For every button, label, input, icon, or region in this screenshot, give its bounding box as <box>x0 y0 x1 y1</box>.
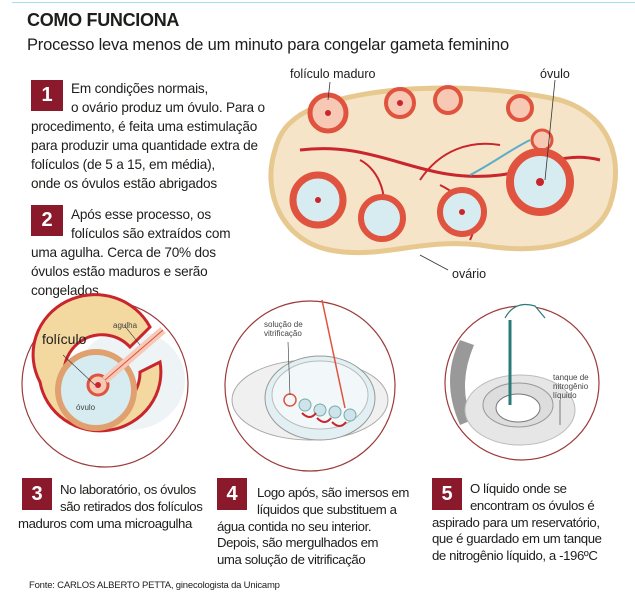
label-tank-3: líquido <box>553 391 577 400</box>
follicles <box>289 85 574 242</box>
text-line: maduros com uma microagulha <box>18 515 192 531</box>
step-1-text: Em condições normais, o ovário produz um… <box>31 79 265 193</box>
text-line: são retirados dos folículos <box>60 498 203 514</box>
page-subtitle: Processo leva menos de um minuto para co… <box>27 36 509 54</box>
text-line: aspirado para um reservatório, <box>432 514 600 530</box>
step-4-text: Logo após, são imersos em líquidos que s… <box>217 485 409 569</box>
label-ovary: ovário <box>452 267 486 281</box>
label-follicle-3: folículo <box>42 331 87 347</box>
text-line: procedimento, é feita uma estimulação <box>31 119 258 134</box>
text-line: que é guardado em um tanque <box>432 531 602 547</box>
text-line: uma agulha. Cerca de 70% dos <box>31 245 216 260</box>
source-credit: Fonte: CARLOS ALBERTO PETTA, ginecologis… <box>29 580 280 591</box>
text-line: uma solução de vitrificação <box>217 552 366 568</box>
top-rule <box>12 2 635 3</box>
process-illustrations: folículo agulha óvulo solução de vitrifi… <box>21 293 600 472</box>
circle-3-follicle-extraction: folículo agulha óvulo <box>21 293 189 468</box>
step-5-text: O líquido onde se encontram os óvulos é … <box>432 481 602 565</box>
text-line: o ovário produz um óvulo. Para o <box>71 100 265 115</box>
label-solution-2: vitrificação <box>264 329 302 338</box>
ovary-illustration: folículo maduro óvulo ovário <box>268 67 619 281</box>
step-3-text: No laboratório, os óvulos são retirados … <box>18 482 203 532</box>
text-line: encontram os óvulos é <box>470 497 595 513</box>
text-line: onde os óvulos estão abrigados <box>31 176 217 191</box>
text-line: líquidos que substituem a <box>257 501 397 517</box>
text-line: Após esse processo, os <box>71 207 211 222</box>
text-line: congelados <box>31 283 99 298</box>
text-line: óvulos estão maduros e serão <box>31 264 208 279</box>
label-ovum-3: óvulo <box>76 403 96 412</box>
circle-4-vitrification: solução de vitrificação <box>224 299 396 472</box>
label-ovum: óvulo <box>540 67 570 81</box>
label-tank-2: nitrogênio <box>553 382 589 391</box>
label-tank-1: tanque de <box>553 373 589 382</box>
text-line: para produzir uma quantidade extra de <box>31 138 258 153</box>
label-follicle: folículo maduro <box>290 67 376 81</box>
step-2-text: Após esse processo, os folículos são ext… <box>31 205 231 300</box>
step-5-number: 5 <box>432 478 462 510</box>
step-4-number: 4 <box>217 478 247 510</box>
text-line: folículos (de 5 a 15, em média), <box>31 157 216 172</box>
step-2-number: 2 <box>31 205 63 236</box>
text-line: Logo após, são imersos em <box>257 485 409 500</box>
text-line: No laboratório, os óvulos <box>60 482 196 497</box>
step-1-number: 1 <box>31 80 63 111</box>
text-line: O líquido onde se <box>470 481 567 496</box>
step-3-number: 3 <box>22 478 52 510</box>
text-line: Em condições normais, <box>71 81 209 96</box>
circle-5-nitrogen-tank: tanque de nitrogênio líquido <box>444 303 600 461</box>
text-line: água contida no seu interior. <box>217 518 372 534</box>
text-line: de nitrogênio líquido, a -196ºC <box>432 548 598 564</box>
text-line: Depois, são mergulhados em <box>217 535 379 551</box>
text-line: folículos são extraídos com <box>71 226 231 241</box>
page-title: COMO FUNCIONA <box>27 10 180 30</box>
label-needle: agulha <box>113 321 138 330</box>
label-solution-1: solução de <box>264 320 303 329</box>
